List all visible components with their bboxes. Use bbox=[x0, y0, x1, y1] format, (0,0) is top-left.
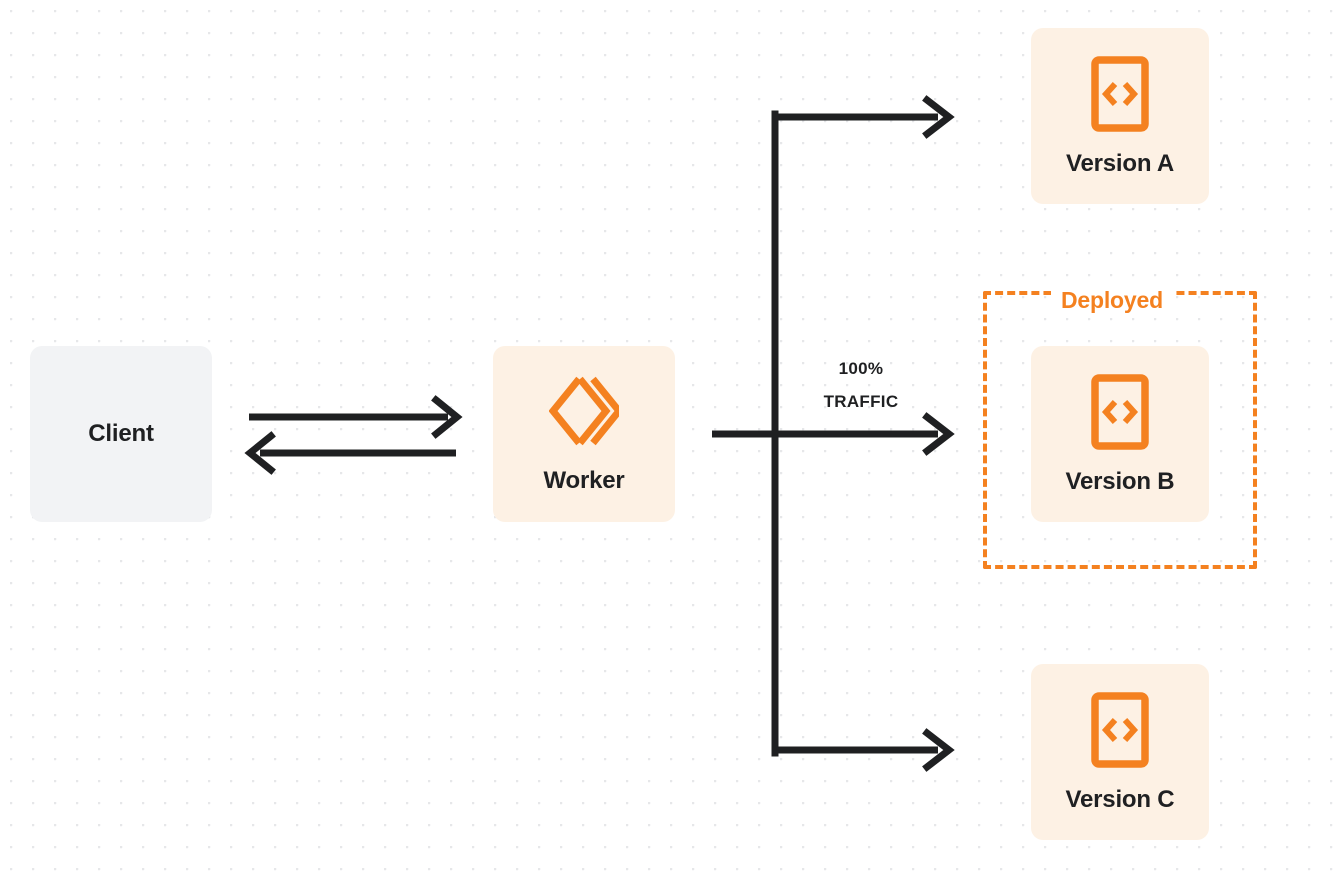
code-brackets-icon bbox=[1091, 374, 1149, 450]
traffic-percent: 100% bbox=[838, 359, 884, 378]
node-client[interactable]: Client bbox=[30, 346, 212, 522]
edge-worker-to-client bbox=[244, 431, 456, 475]
cloudflare-workers-logo-icon bbox=[549, 375, 619, 447]
node-version-c[interactable]: Version C bbox=[1031, 664, 1209, 840]
code-brackets-icon bbox=[1091, 56, 1149, 132]
edge-worker-to-version-c bbox=[772, 728, 955, 772]
edge-worker-to-version-b bbox=[712, 412, 955, 456]
node-version-a[interactable]: Version A bbox=[1031, 28, 1209, 204]
version-c-label: Version C bbox=[1065, 786, 1175, 813]
code-brackets-icon bbox=[1091, 692, 1149, 768]
node-version-b[interactable]: Version B bbox=[1031, 346, 1209, 522]
edge-client-to-worker bbox=[249, 395, 463, 439]
client-label: Client bbox=[88, 420, 154, 447]
traffic-label: 100% TRAFFIC bbox=[790, 352, 932, 418]
node-worker[interactable]: Worker bbox=[493, 346, 675, 522]
version-b-label: Version B bbox=[1065, 468, 1175, 495]
edge-worker-to-version-a bbox=[772, 95, 955, 139]
worker-label: Worker bbox=[543, 467, 625, 494]
deployed-group-label: Deployed bbox=[1051, 286, 1173, 314]
version-a-label: Version A bbox=[1065, 150, 1175, 177]
traffic-word: TRAFFIC bbox=[823, 392, 899, 412]
